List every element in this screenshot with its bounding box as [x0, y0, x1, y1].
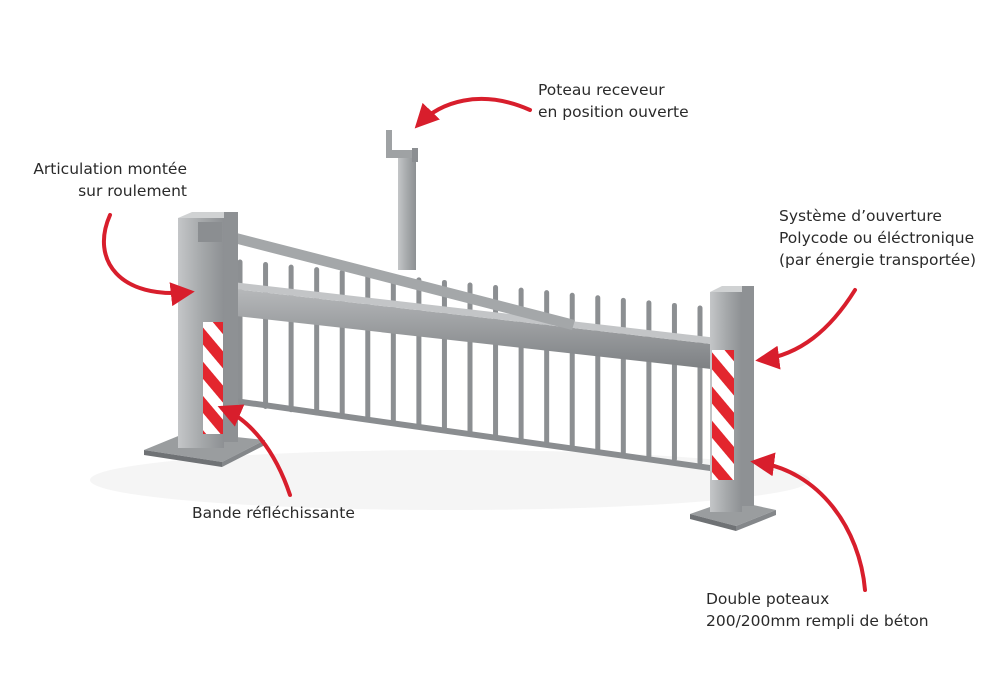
label-articulation: Articulation montée sur roulement	[33, 158, 187, 202]
right-post	[710, 286, 754, 512]
label-poteau-receveur-line1: Poteau receveur	[538, 81, 665, 99]
bottom-rail	[235, 398, 710, 471]
label-systeme-line1: Système d’ouverture	[779, 207, 942, 225]
diagonal-brace	[222, 230, 575, 330]
label-double-poteaux: Double poteaux 200/200mm rempli de béton	[706, 588, 929, 632]
ground-shadow	[90, 450, 810, 510]
label-double-poteaux-line2: 200/200mm rempli de béton	[706, 612, 929, 630]
label-bande-line1: Bande réfléchissante	[192, 504, 355, 522]
label-poteau-receveur-line2: en position ouverte	[538, 103, 689, 121]
label-systeme-line2: Polycode ou éléctronique	[779, 229, 975, 247]
main-beam	[200, 280, 735, 370]
arrow-systeme	[755, 288, 857, 370]
arrow-poteau-receveur	[414, 97, 532, 129]
arrow-bande	[217, 404, 292, 497]
label-poteau-receveur: Poteau receveur en position ouverte	[538, 79, 689, 123]
right-reflective-band	[712, 350, 734, 480]
left-post	[178, 212, 238, 448]
annotation-arrows	[101, 97, 867, 592]
left-reflective-band	[203, 322, 223, 434]
label-systeme-line3: (par énergie transportée)	[779, 251, 977, 269]
arrow-double-poteaux	[750, 452, 867, 592]
arrow-articulation	[101, 213, 195, 307]
label-articulation-line2: sur roulement	[78, 182, 187, 200]
label-double-poteaux-line1: Double poteaux	[706, 590, 830, 608]
receiving-post	[386, 130, 418, 270]
label-bande: Bande réfléchissante	[192, 502, 355, 524]
label-articulation-line1: Articulation montée	[33, 160, 187, 178]
label-systeme: Système d’ouverture Polycode ou éléctron…	[779, 205, 976, 271]
